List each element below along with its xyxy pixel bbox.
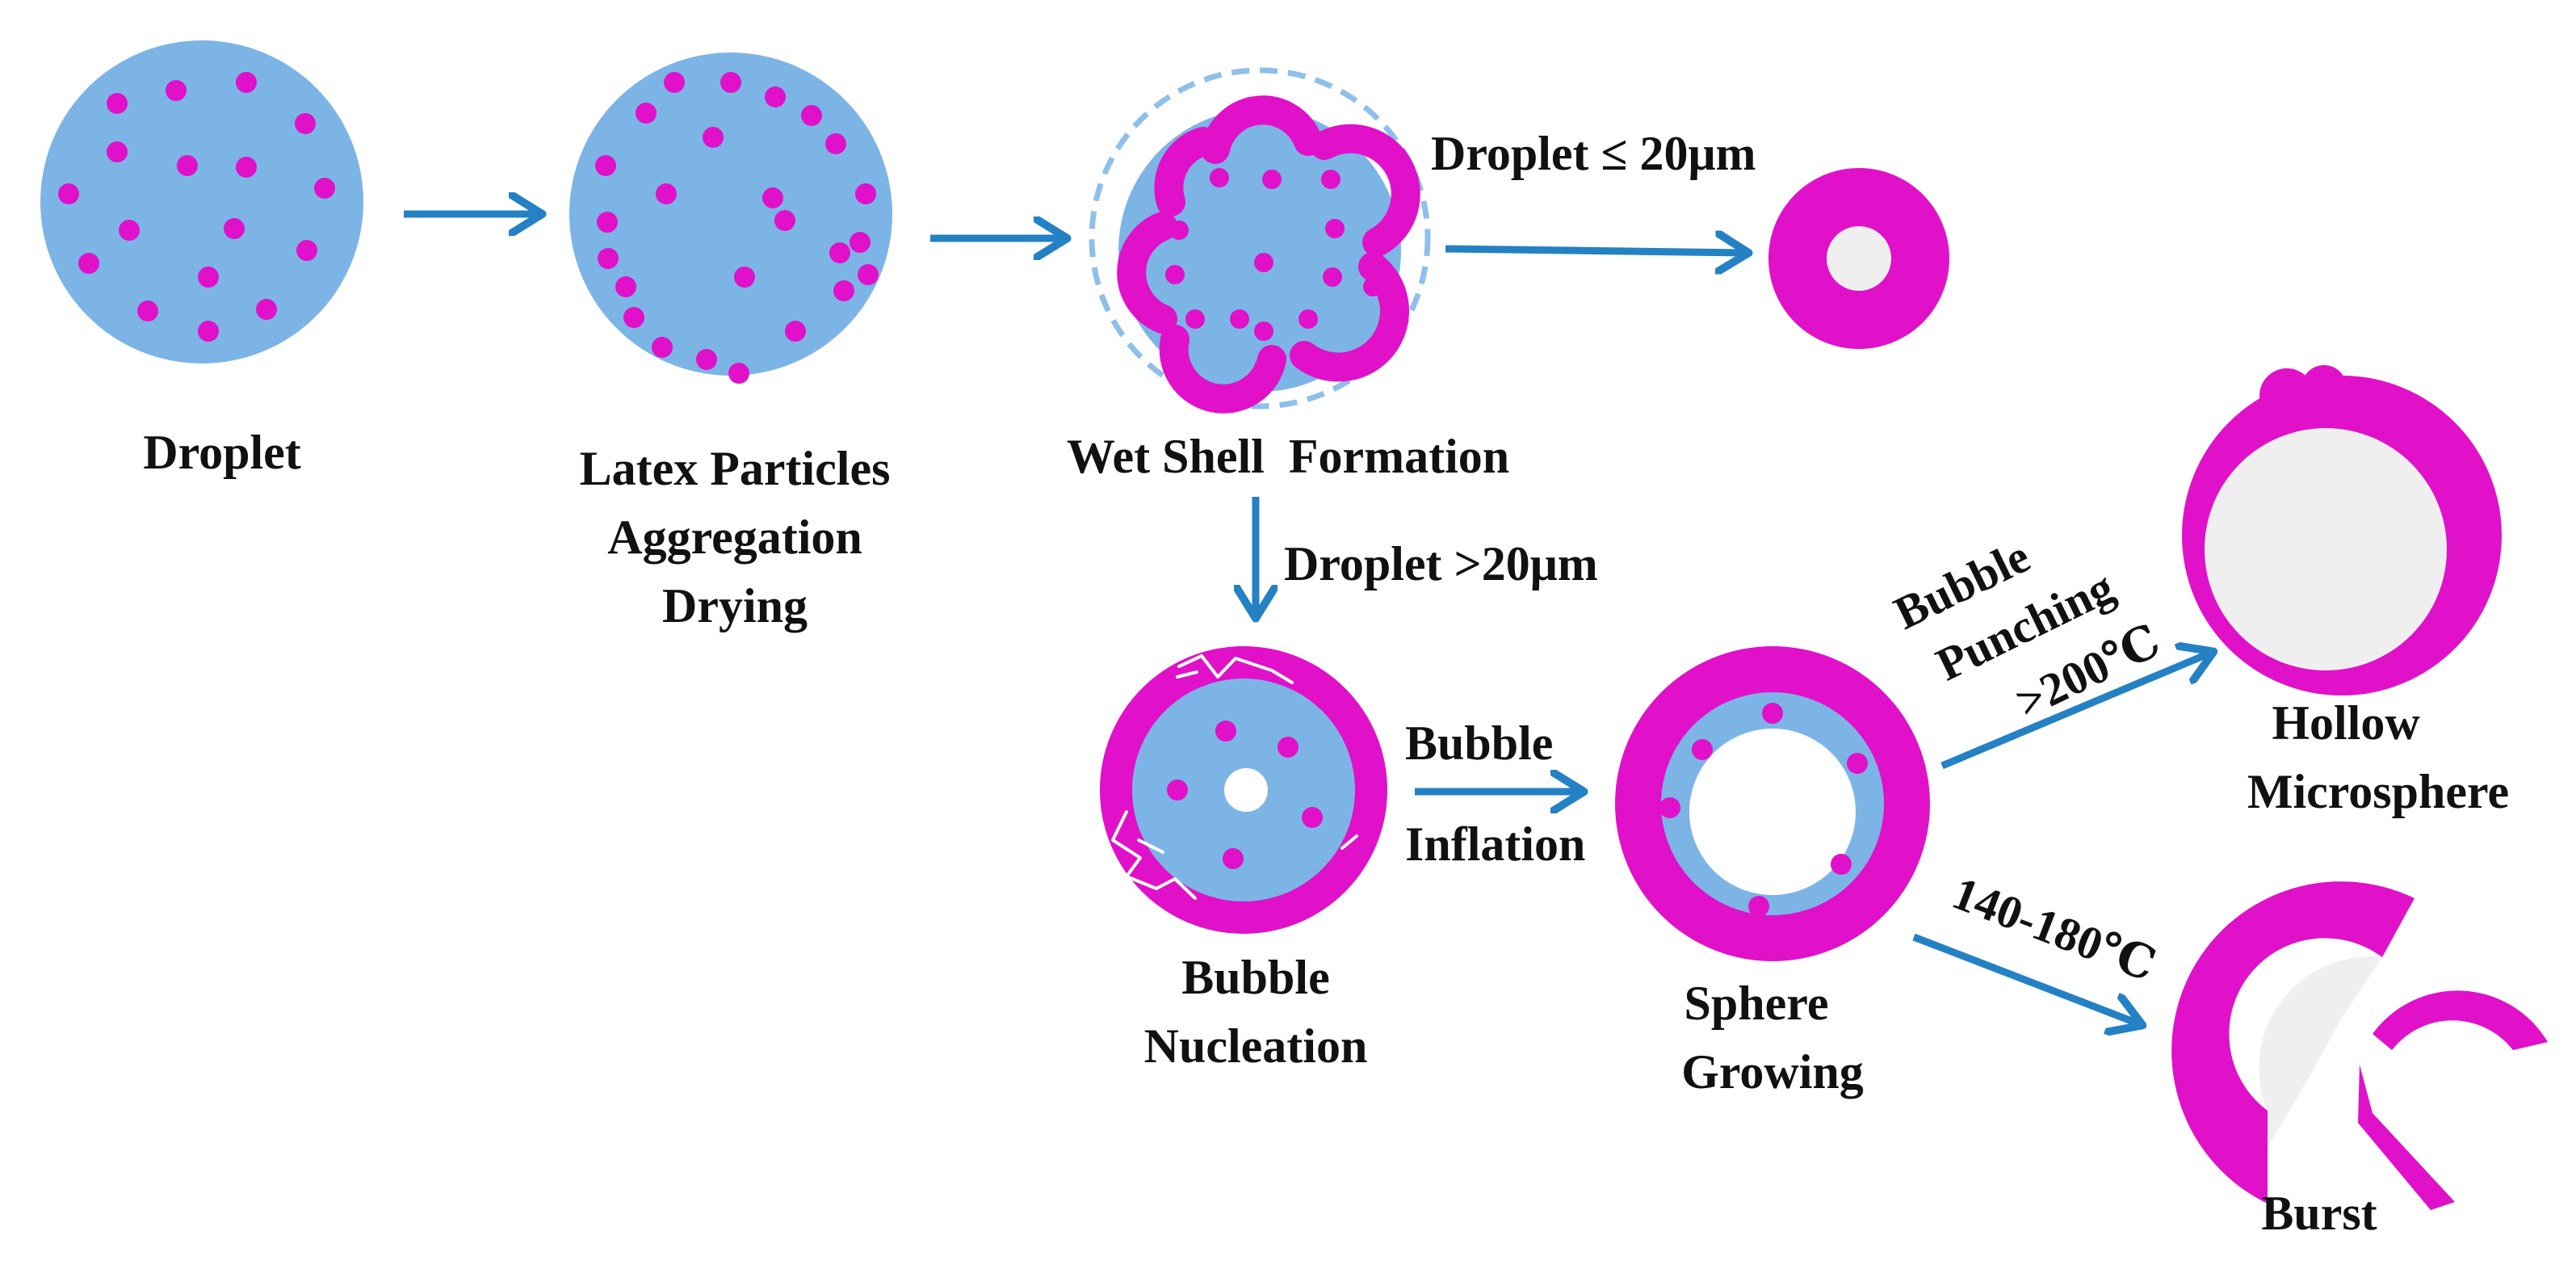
growing-label-1: Sphere xyxy=(1684,977,1829,1030)
shell-particles xyxy=(1133,168,1382,377)
hollow-microsphere xyxy=(2182,365,2502,695)
aggregation-stage xyxy=(569,53,892,384)
nucleation-label-2: Nucleation xyxy=(1144,1019,1368,1073)
punching-labels: Bubble Punching >200℃ xyxy=(1886,530,2168,729)
growing-bubble xyxy=(1689,729,1856,895)
growing-label-2: Growing xyxy=(1681,1045,1864,1099)
burst-temp-label-group: 140-180℃ xyxy=(1945,866,2163,991)
growing-stage xyxy=(1615,646,1930,961)
burst-temp-label: 140-180℃ xyxy=(1945,866,2163,991)
nucleation-bubble xyxy=(1224,768,1268,812)
growing-particles xyxy=(1659,703,1868,917)
aggregation-circle xyxy=(569,53,892,376)
droplet-stage xyxy=(40,40,363,363)
small-particle-core xyxy=(1827,226,1891,291)
inflation-label-1: Bubble xyxy=(1405,716,1553,770)
burst-core xyxy=(2259,956,2382,1147)
large-droplet-label: Droplet >20μm xyxy=(1284,537,1598,590)
wet-shell-stage xyxy=(1089,67,1431,414)
burst-particle xyxy=(2171,881,2548,1210)
aggregation-label-2: Aggregation xyxy=(607,511,862,564)
inflation-label-2: Inflation xyxy=(1405,817,1585,871)
nucleation-particles xyxy=(1167,721,1323,869)
hollow-core xyxy=(2205,428,2447,670)
burst-fragment-arc xyxy=(2373,990,2548,1050)
small-droplet-label: Droplet ≤ 20μm xyxy=(1431,127,1756,180)
small-hollow-particle xyxy=(1768,168,1949,349)
nucleation-cracks xyxy=(1111,654,1358,900)
droplet-circle xyxy=(40,40,363,363)
aggregation-label-1: Latex Particles xyxy=(580,442,891,495)
droplet-label: Droplet xyxy=(143,426,301,479)
arrow-burst xyxy=(1912,933,2140,1024)
arrow-punching xyxy=(1940,653,2211,770)
nucleation-label-1: Bubble xyxy=(1181,951,1329,1004)
nucleation-stage xyxy=(1100,646,1387,934)
hollow-label-2: Microsphere xyxy=(2247,765,2509,818)
burst-fragment-shard xyxy=(2358,1065,2455,1210)
hollow-bump-2 xyxy=(2301,365,2347,410)
shell-lobes xyxy=(1117,95,1420,414)
aggregation-label-3: Drying xyxy=(662,579,808,632)
dashed-outer-ring xyxy=(1089,67,1431,410)
burst-main-shell xyxy=(2171,881,2414,1204)
wet-shell-label: Wet Shell Formation xyxy=(1067,430,1509,483)
latex-particles xyxy=(58,72,335,342)
burst-label: Burst xyxy=(2261,1187,2377,1240)
aggregating-particles xyxy=(595,72,879,384)
hollow-bump-1 xyxy=(2259,368,2314,423)
hollow-label-1: Hollow xyxy=(2272,696,2420,750)
arrow-small-droplet xyxy=(1445,249,1746,253)
